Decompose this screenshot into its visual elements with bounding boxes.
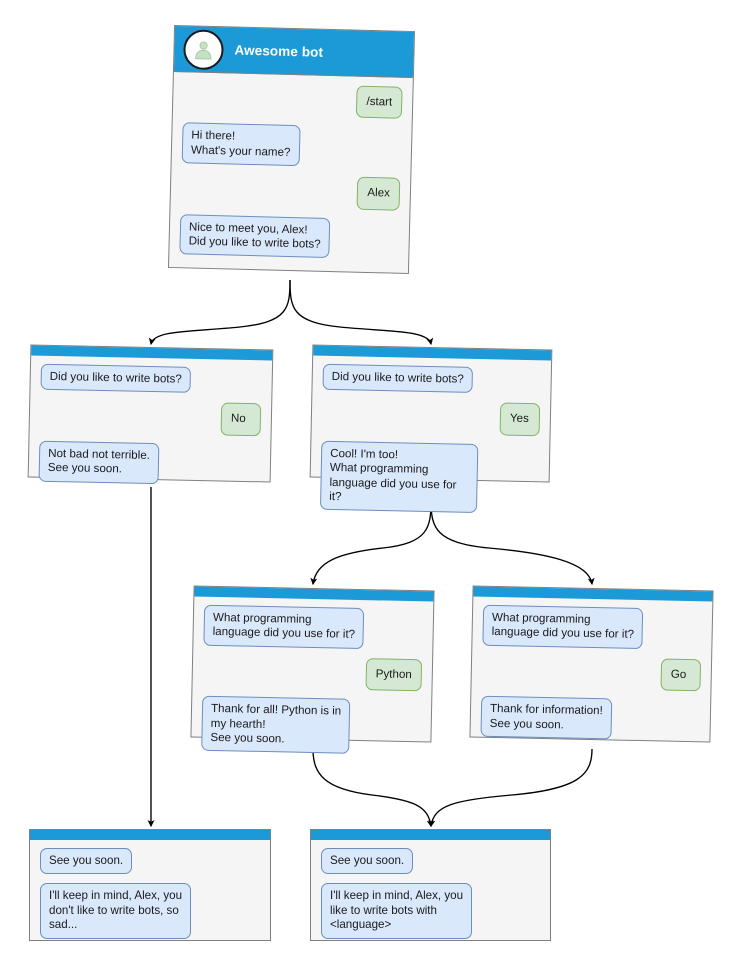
bot-message-bubble: Did you like to write bots? — [40, 363, 192, 394]
message-row: No — [40, 399, 262, 437]
card-end-sad[interactable]: See you soon. I'll keep in mind, Alex, y… — [29, 829, 271, 941]
message-row: Thank for all! Python is in my hearth! S… — [201, 695, 421, 756]
message-row: Not bad not terrible. See you soon. — [38, 440, 261, 485]
user-message-bubble: No — [220, 402, 262, 437]
card-go-chat: What programming language did you use fo… — [470, 597, 712, 761]
bot-message-bubble: Did you like to write bots? — [322, 363, 474, 394]
message-row: Alex — [181, 172, 401, 211]
user-message-bubble: /start — [356, 85, 403, 120]
card-end-happy[interactable]: See you soon. I'll keep in mind, Alex, y… — [310, 829, 551, 941]
card-end-happy-chat: See you soon. I'll keep in mind, Alex, y… — [311, 840, 550, 958]
card-root-conversation[interactable]: Awesome bot /start Hi there! What's your… — [167, 24, 416, 275]
card-root-header: Awesome bot — [173, 26, 415, 79]
user-message-bubble: Python — [365, 657, 423, 692]
message-row: What programming language did you use fo… — [482, 604, 702, 650]
message-row: Cool! I'm too! What programming language… — [319, 440, 539, 515]
card-answer-go[interactable]: What programming language did you use fo… — [469, 585, 714, 743]
card-header-bar — [311, 830, 550, 840]
bot-message-bubble: Hi there! What's your name? — [181, 122, 301, 167]
connector-root-to-no — [148, 279, 291, 346]
bot-message-bubble: I'll keep in mind, Alex, you like to wri… — [321, 883, 473, 939]
message-row: Go — [481, 655, 702, 692]
bot-message-bubble: See you soon. — [40, 848, 133, 875]
message-row: I'll keep in mind, Alex, you don't like … — [40, 883, 260, 939]
connector-root-to-yes — [289, 279, 434, 346]
message-row: Did you like to write bots? — [322, 363, 541, 395]
message-row: See you soon. — [40, 848, 260, 875]
bot-message-bubble: Thank for all! Python is in my hearth! S… — [201, 695, 351, 755]
card-header-bar — [30, 830, 270, 840]
bot-message-bubble: Not bad not terrible. See you soon. — [38, 440, 160, 484]
card-answer-yes[interactable]: Did you like to write bots? Yes Cool! I'… — [309, 344, 553, 514]
message-row: Yes — [322, 399, 541, 437]
bot-message-bubble: Thank for information! See you soon. — [480, 695, 613, 740]
user-message-bubble: Go — [660, 658, 702, 692]
message-row: /start — [183, 81, 403, 120]
card-yes-chat: Did you like to write bots? Yes Cool! I'… — [310, 356, 552, 534]
user-message-bubble: Alex — [356, 176, 401, 211]
bot-message-bubble: Nice to meet you, Alex! Did you like to … — [179, 213, 331, 259]
message-row: Python — [202, 655, 423, 692]
message-row: Hi there! What's your name? — [181, 122, 402, 169]
card-end-sad-chat: See you soon. I'll keep in mind, Alex, y… — [30, 840, 270, 958]
bot-message-bubble: I'll keep in mind, Alex, you don't like … — [40, 883, 192, 939]
card-root-chat: /start Hi there! What's your name? Alex … — [169, 72, 413, 279]
card-python-chat: What programming language did you use fo… — [191, 597, 434, 775]
person-avatar-icon — [183, 28, 225, 70]
user-message-bubble: Yes — [499, 402, 541, 437]
message-row: What programming language did you use fo… — [203, 604, 423, 650]
message-row: Did you like to write bots? — [40, 363, 262, 395]
message-row: See you soon. — [321, 848, 540, 875]
bot-message-bubble: Cool! I'm too! What programming language… — [319, 440, 479, 514]
bot-message-bubble: What programming language did you use fo… — [482, 604, 644, 649]
connector-go-to-end-happy — [428, 748, 593, 828]
bot-message-bubble: What programming language did you use fo… — [203, 604, 365, 649]
message-row: Nice to meet you, Alex! Did you like to … — [179, 213, 399, 260]
card-answer-python[interactable]: What programming language did you use fo… — [190, 585, 435, 755]
message-row: I'll keep in mind, Alex, you like to wri… — [321, 883, 540, 939]
card-answer-no[interactable]: Did you like to write bots? No Not bad n… — [27, 344, 274, 484]
card-no-chat: Did you like to write bots? No Not bad n… — [28, 355, 272, 505]
message-row: Thank for information! See you soon. — [480, 695, 700, 741]
bot-message-bubble: See you soon. — [321, 848, 414, 875]
bot-name-label: Awesome bot — [234, 42, 324, 60]
